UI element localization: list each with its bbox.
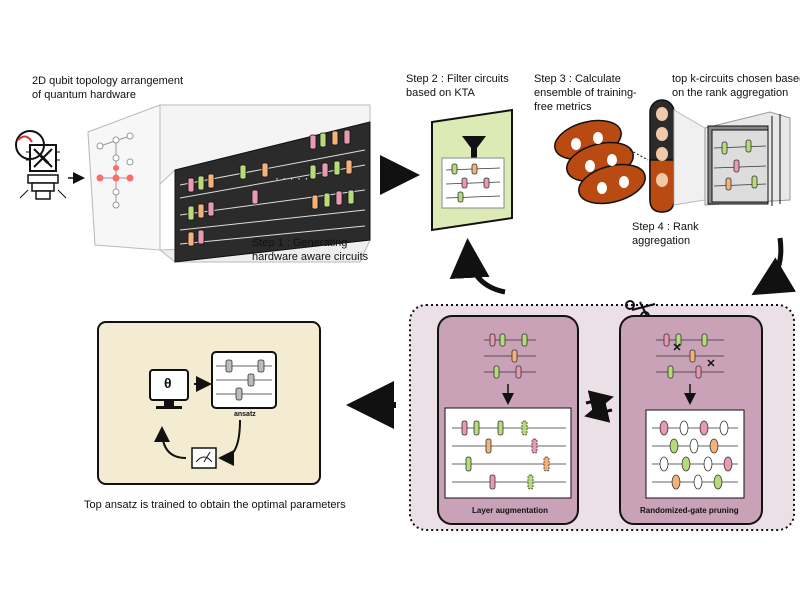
topk-prism [673, 109, 791, 206]
layer-augmentation-card [437, 315, 579, 525]
step1-label-2: hardware aware circuits [252, 251, 369, 263]
ansatz-label: ansatz [234, 411, 256, 418]
step2-label-2: based on KTA [406, 87, 475, 99]
step3-label-1: Step 3 : Calculate [534, 73, 621, 85]
topk-label-1: top k-circuits chosen based [672, 73, 800, 85]
topology-label-1: 2D qubit topology arrangement [32, 75, 184, 87]
step4-label-2: aggregation [632, 235, 691, 247]
step3-label-2: ensemble of training- [534, 87, 637, 99]
metric-ensemble [554, 119, 646, 205]
filter-funnel-icon [462, 136, 486, 161]
svg-text:· · · · ·: · · · · · [275, 171, 308, 185]
step1-circuit-panel: · · · · · [174, 121, 371, 263]
quantum-hardware-icon [15, 130, 67, 200]
gate-pruning-label: Randomized-gate pruning [640, 506, 739, 515]
topk-label-2: on the rank aggregation [672, 87, 789, 99]
rank-column [649, 99, 675, 213]
theta-symbol: θ [164, 375, 172, 391]
bottom-caption: Top ansatz is trained to obtain the opti… [84, 499, 346, 511]
layer-augmentation-label: Layer augmentation [472, 506, 549, 515]
filter-card [431, 108, 513, 232]
arrow-topk-down [751, 237, 797, 296]
metric-connector [629, 149, 649, 161]
arrow-to-filter [449, 238, 506, 295]
gate-pruning-card [619, 315, 763, 525]
step2-label-1: Step 2 : Filter circuits [406, 73, 509, 85]
step3-label-3: free metrics [534, 101, 592, 113]
step1-label-1: Step 1 : Generating [252, 237, 348, 249]
topology-label-2: of quantum hardware [32, 89, 136, 101]
training-panel [97, 321, 321, 485]
swap-arrows-icon [584, 390, 614, 423]
step4-label-1: Step 4 : Rank [632, 221, 699, 233]
measurement-icon [191, 447, 217, 469]
